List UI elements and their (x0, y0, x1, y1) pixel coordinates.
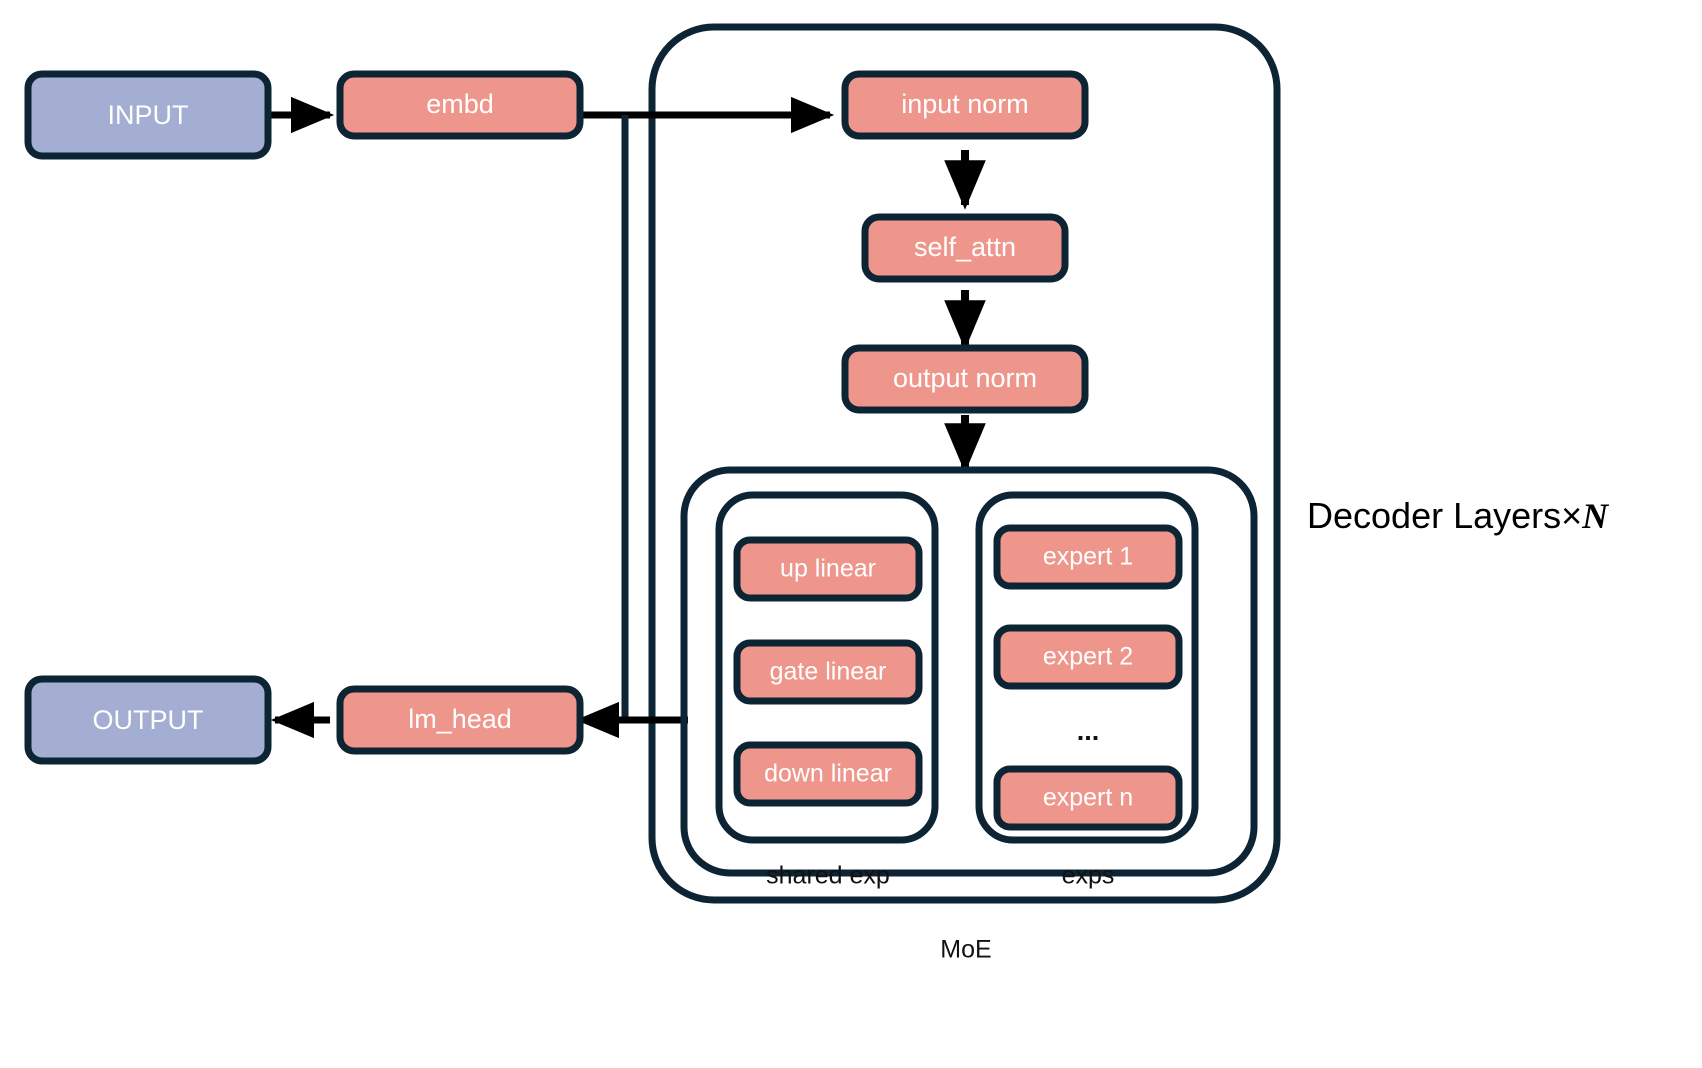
node-expert-2-label: expert 2 (1043, 643, 1133, 671)
node-gate-linear-label: gate linear (770, 658, 887, 686)
node-expert-1-label: expert 1 (1043, 543, 1133, 571)
shared-expert-container (715, 491, 939, 844)
node-output-label: OUTPUT (93, 705, 204, 735)
node-up-linear[interactable]: up linear (733, 536, 923, 602)
node-input-label: INPUT (108, 100, 189, 130)
node-output-norm-label: output norm (893, 363, 1037, 393)
node-lm-head-label: lm_head (408, 704, 512, 734)
node-down-linear[interactable]: down linear (733, 741, 923, 807)
experts-container (975, 491, 1199, 844)
node-expert-2-box[interactable] (993, 624, 1183, 690)
node-lm-head-box[interactable] (336, 685, 584, 755)
node-output-box[interactable] (24, 675, 272, 765)
edge-group (270, 96, 986, 739)
node-self-attn-label: self_attn (914, 232, 1016, 262)
node-expert-1[interactable]: expert 1 (993, 524, 1183, 590)
node-output-norm-box[interactable] (841, 344, 1089, 414)
node-expert-n[interactable]: expert n (993, 765, 1183, 831)
shared-expert-label: shared exp (766, 862, 890, 890)
decoder-layers-label-repeat: N (1581, 496, 1610, 536)
node-up-linear-label: up linear (780, 555, 876, 583)
node-expert-1-box[interactable] (993, 524, 1183, 590)
node-self-attn[interactable]: self_attn (861, 213, 1069, 283)
node-lm-head[interactable]: lm_head (336, 685, 584, 755)
node-gate-linear-box[interactable] (733, 639, 923, 705)
node-input[interactable]: INPUT (24, 70, 272, 160)
experts-ellipsis: ... (1077, 716, 1100, 746)
moe-container (680, 466, 1258, 877)
node-up-linear-box[interactable] (733, 536, 923, 602)
node-gate-linear[interactable]: gate linear (733, 639, 923, 705)
node-down-linear-label: down linear (764, 760, 892, 788)
decoder-layers-container (648, 23, 1281, 904)
moe-container-label: MoE (940, 936, 991, 964)
decoder-layers-label: Decoder Layers×N (1307, 495, 1610, 536)
node-self-attn-box[interactable] (861, 213, 1069, 283)
node-input-box[interactable] (24, 70, 272, 160)
node-input-norm-label: input norm (901, 89, 1029, 119)
node-expert-n-box[interactable] (993, 765, 1183, 831)
node-output-norm[interactable]: output norm (841, 344, 1089, 414)
node-output[interactable]: OUTPUT (24, 675, 272, 765)
node-input-norm[interactable]: input norm (841, 70, 1089, 140)
node-down-linear-box[interactable] (733, 741, 923, 807)
shared-expert-group: up linear gate linear down linear shared… (715, 491, 939, 890)
node-embd-box[interactable] (336, 70, 584, 140)
node-expert-2[interactable]: expert 2 (993, 624, 1183, 690)
node-embd[interactable]: embd (336, 70, 584, 140)
node-expert-n-label: expert n (1043, 784, 1133, 812)
experts-label: exps (1062, 862, 1115, 890)
node-embd-label: embd (426, 89, 494, 119)
experts-group: expert 1 expert 2 ... expert n exps (975, 491, 1199, 890)
decoder-layers-label-prefix: Decoder Layers× (1307, 495, 1582, 536)
node-input-norm-box[interactable] (841, 70, 1089, 140)
